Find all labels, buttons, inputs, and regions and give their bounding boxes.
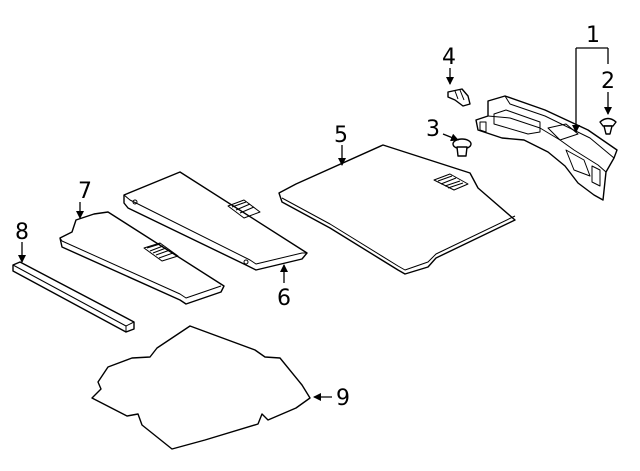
leader-lines: [18, 47, 612, 401]
part-6-rear-board[interactable]: [123, 171, 308, 271]
part-8-sill-strip[interactable]: [12, 261, 135, 333]
part-2-push-clip[interactable]: [599, 117, 617, 135]
part-3-plug[interactable]: [452, 138, 472, 157]
callout-9: 9: [336, 386, 350, 411]
callout-7: 7: [78, 179, 92, 204]
part-9-floor-mat[interactable]: [91, 325, 311, 450]
part-5-cargo-panel[interactable]: [278, 144, 516, 275]
part-4-fastener[interactable]: [447, 88, 471, 107]
callout-6: 6: [277, 286, 291, 311]
callout-1: 1: [586, 23, 600, 48]
callout-4: 4: [442, 45, 456, 70]
callout-2: 2: [601, 69, 615, 94]
part-1-sill-plate[interactable]: [475, 95, 618, 201]
part-7-floor-board[interactable]: [59, 211, 225, 305]
callout-8: 8: [15, 220, 29, 245]
callout-5: 5: [334, 123, 348, 148]
callout-3: 3: [426, 117, 440, 142]
